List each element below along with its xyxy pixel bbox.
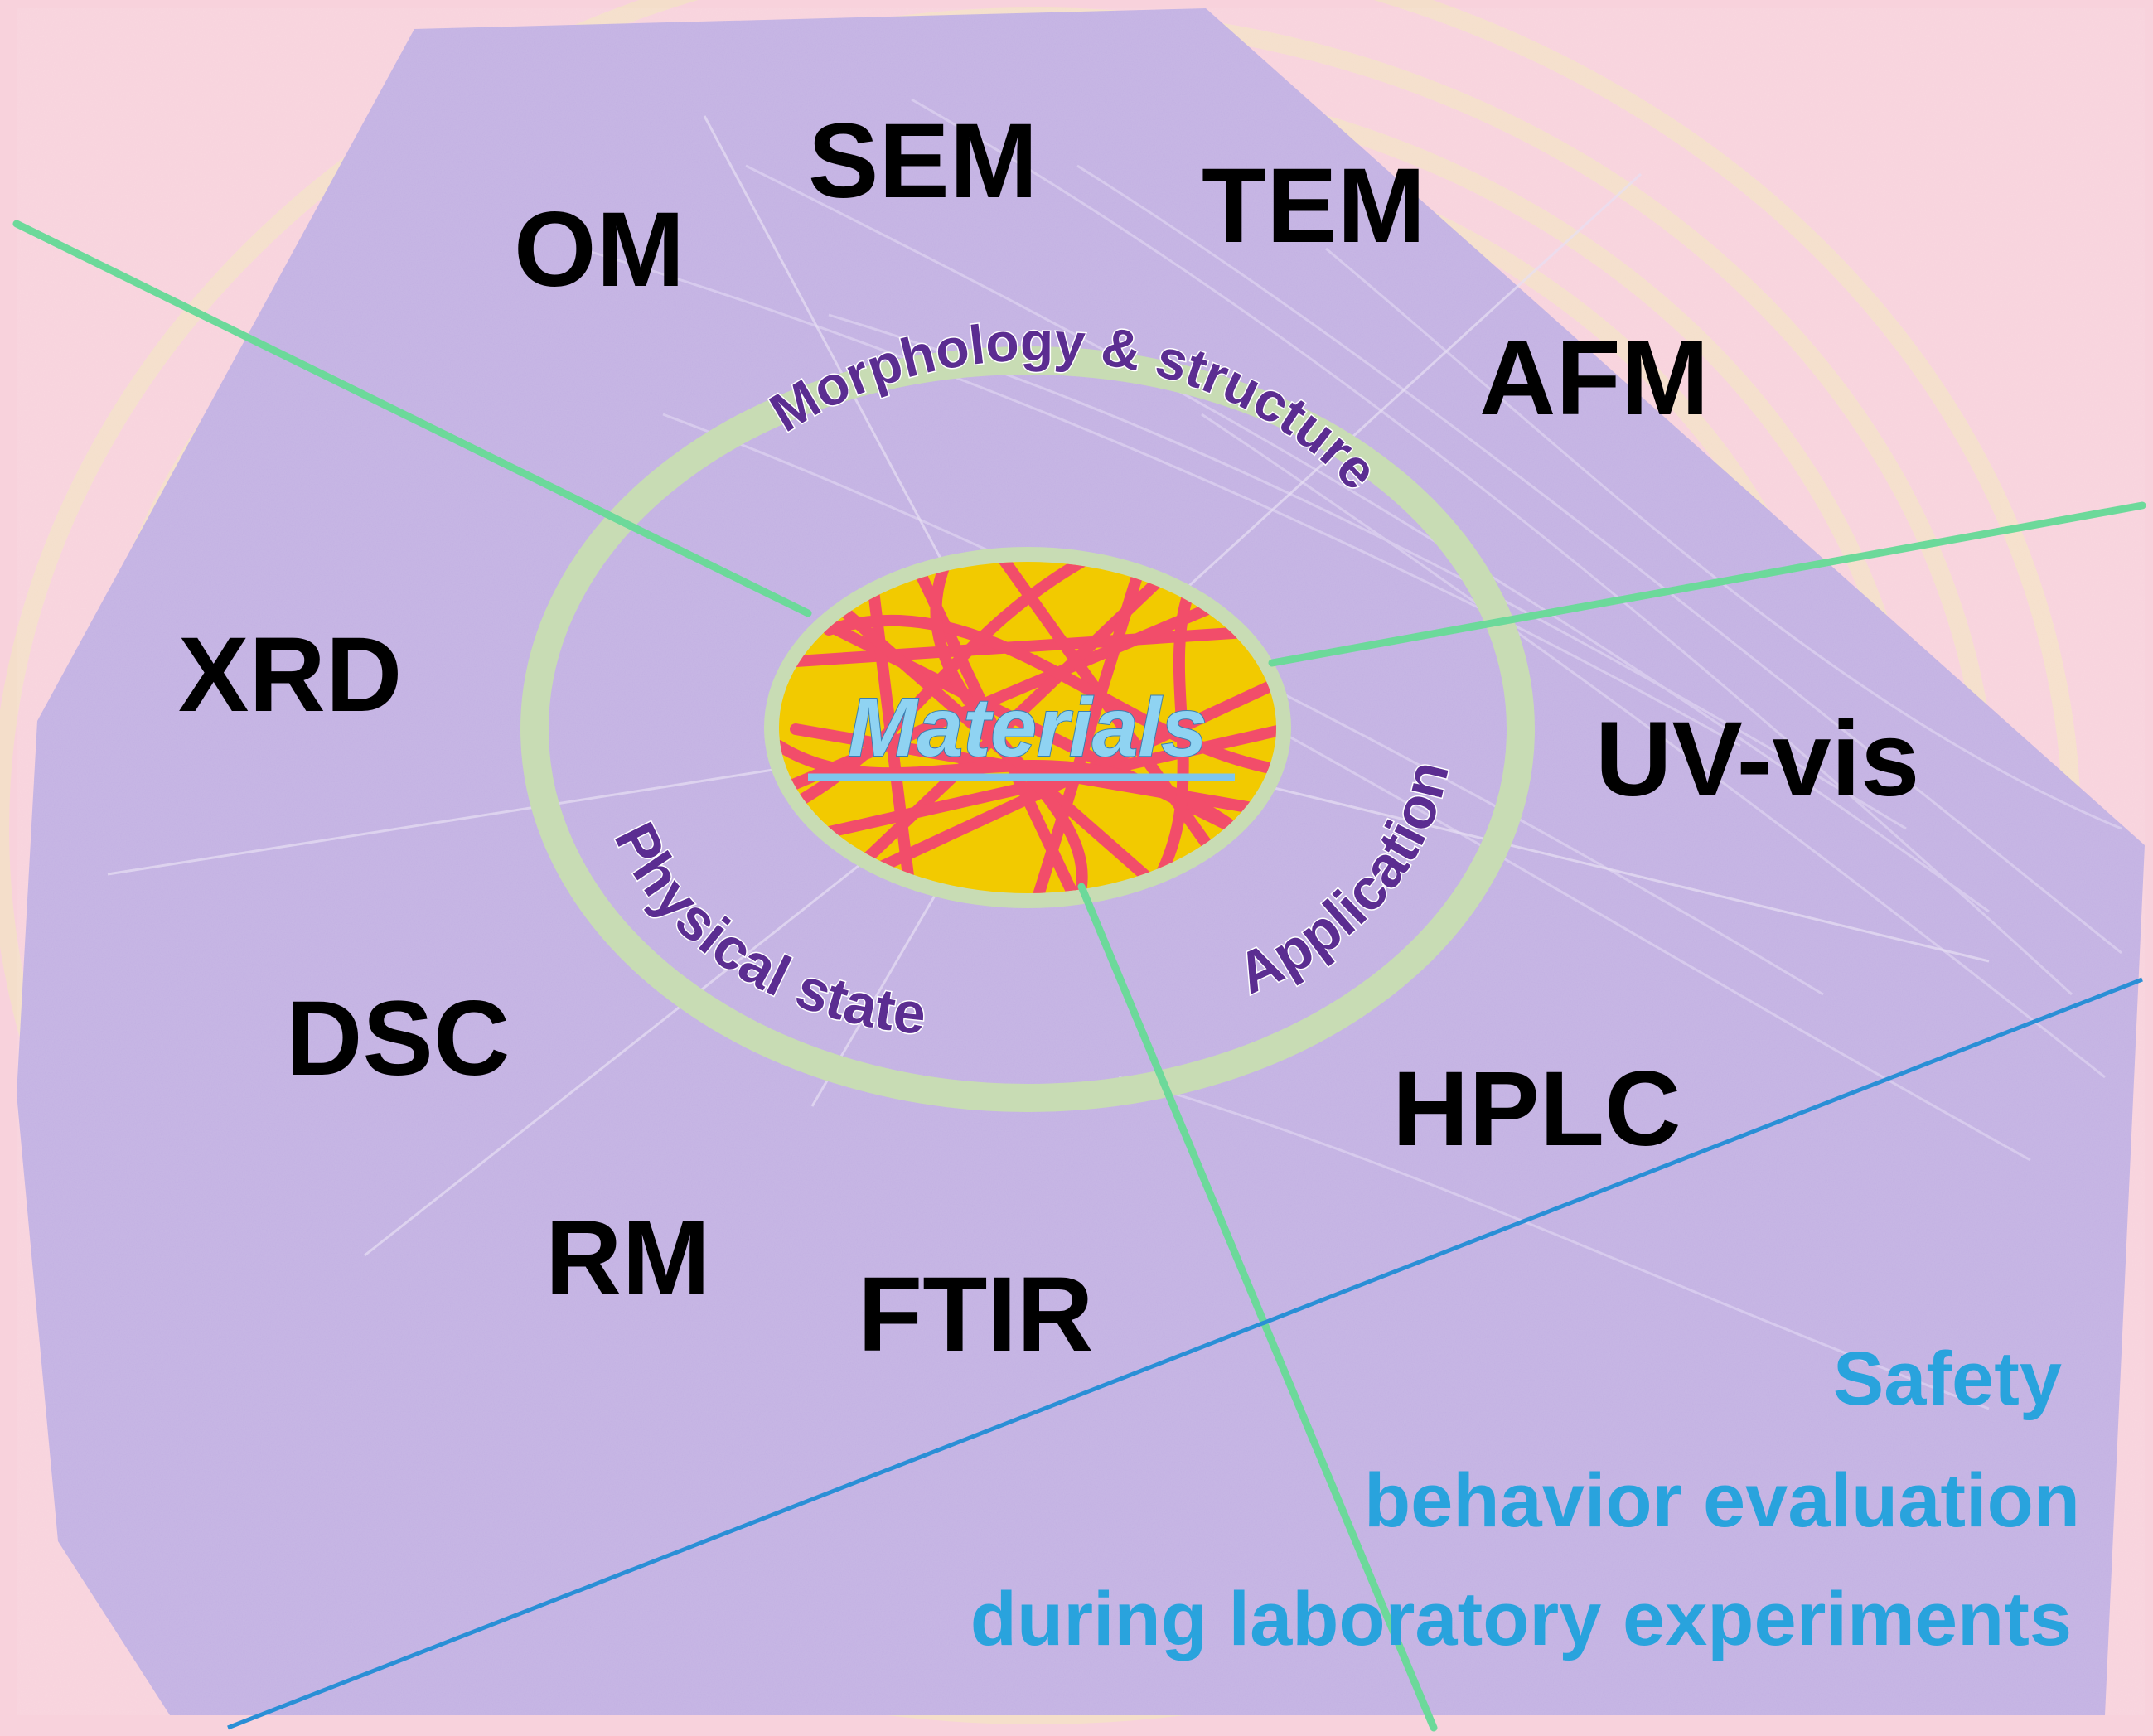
fiber-mesh (779, 562, 1276, 893)
technique-dsc: DSC (286, 979, 510, 1098)
technique-tem: TEM (1202, 147, 1425, 265)
technique-labels: OM SEM TEM AFM XRD UV-vis DSC HPLC RM FT… (178, 102, 1919, 1374)
safety-line-1: Safety (1833, 1337, 2062, 1421)
safety-line-2: behavior evaluation (1364, 1458, 2080, 1543)
technique-sem: SEM (808, 102, 1038, 220)
materials-center: Materials (764, 547, 1291, 908)
center-label: Materials (848, 681, 1207, 774)
outer-ring (520, 346, 1535, 1112)
technique-rm: RM (545, 1199, 710, 1318)
technique-om: OM (514, 191, 685, 309)
technique-hplc: HPLC (1392, 1050, 1681, 1168)
safety-caption: Safety behavior evaluation during labora… (970, 1337, 2080, 1661)
divider-line-bottom (1077, 883, 1438, 1732)
technique-afm: AFM (1479, 319, 1709, 438)
safety-line-3: during laboratory experiments (970, 1577, 2072, 1661)
technique-ftir: FTIR (858, 1255, 1093, 1374)
technique-xrd: XRD (178, 616, 402, 734)
divider-line-upper-left (12, 220, 812, 617)
divider-line-right (1268, 501, 2146, 667)
divider-lines (12, 220, 2146, 1732)
technique-uv-vis: UV-vis (1595, 700, 1919, 819)
safety-divider-line (227, 977, 2143, 1730)
